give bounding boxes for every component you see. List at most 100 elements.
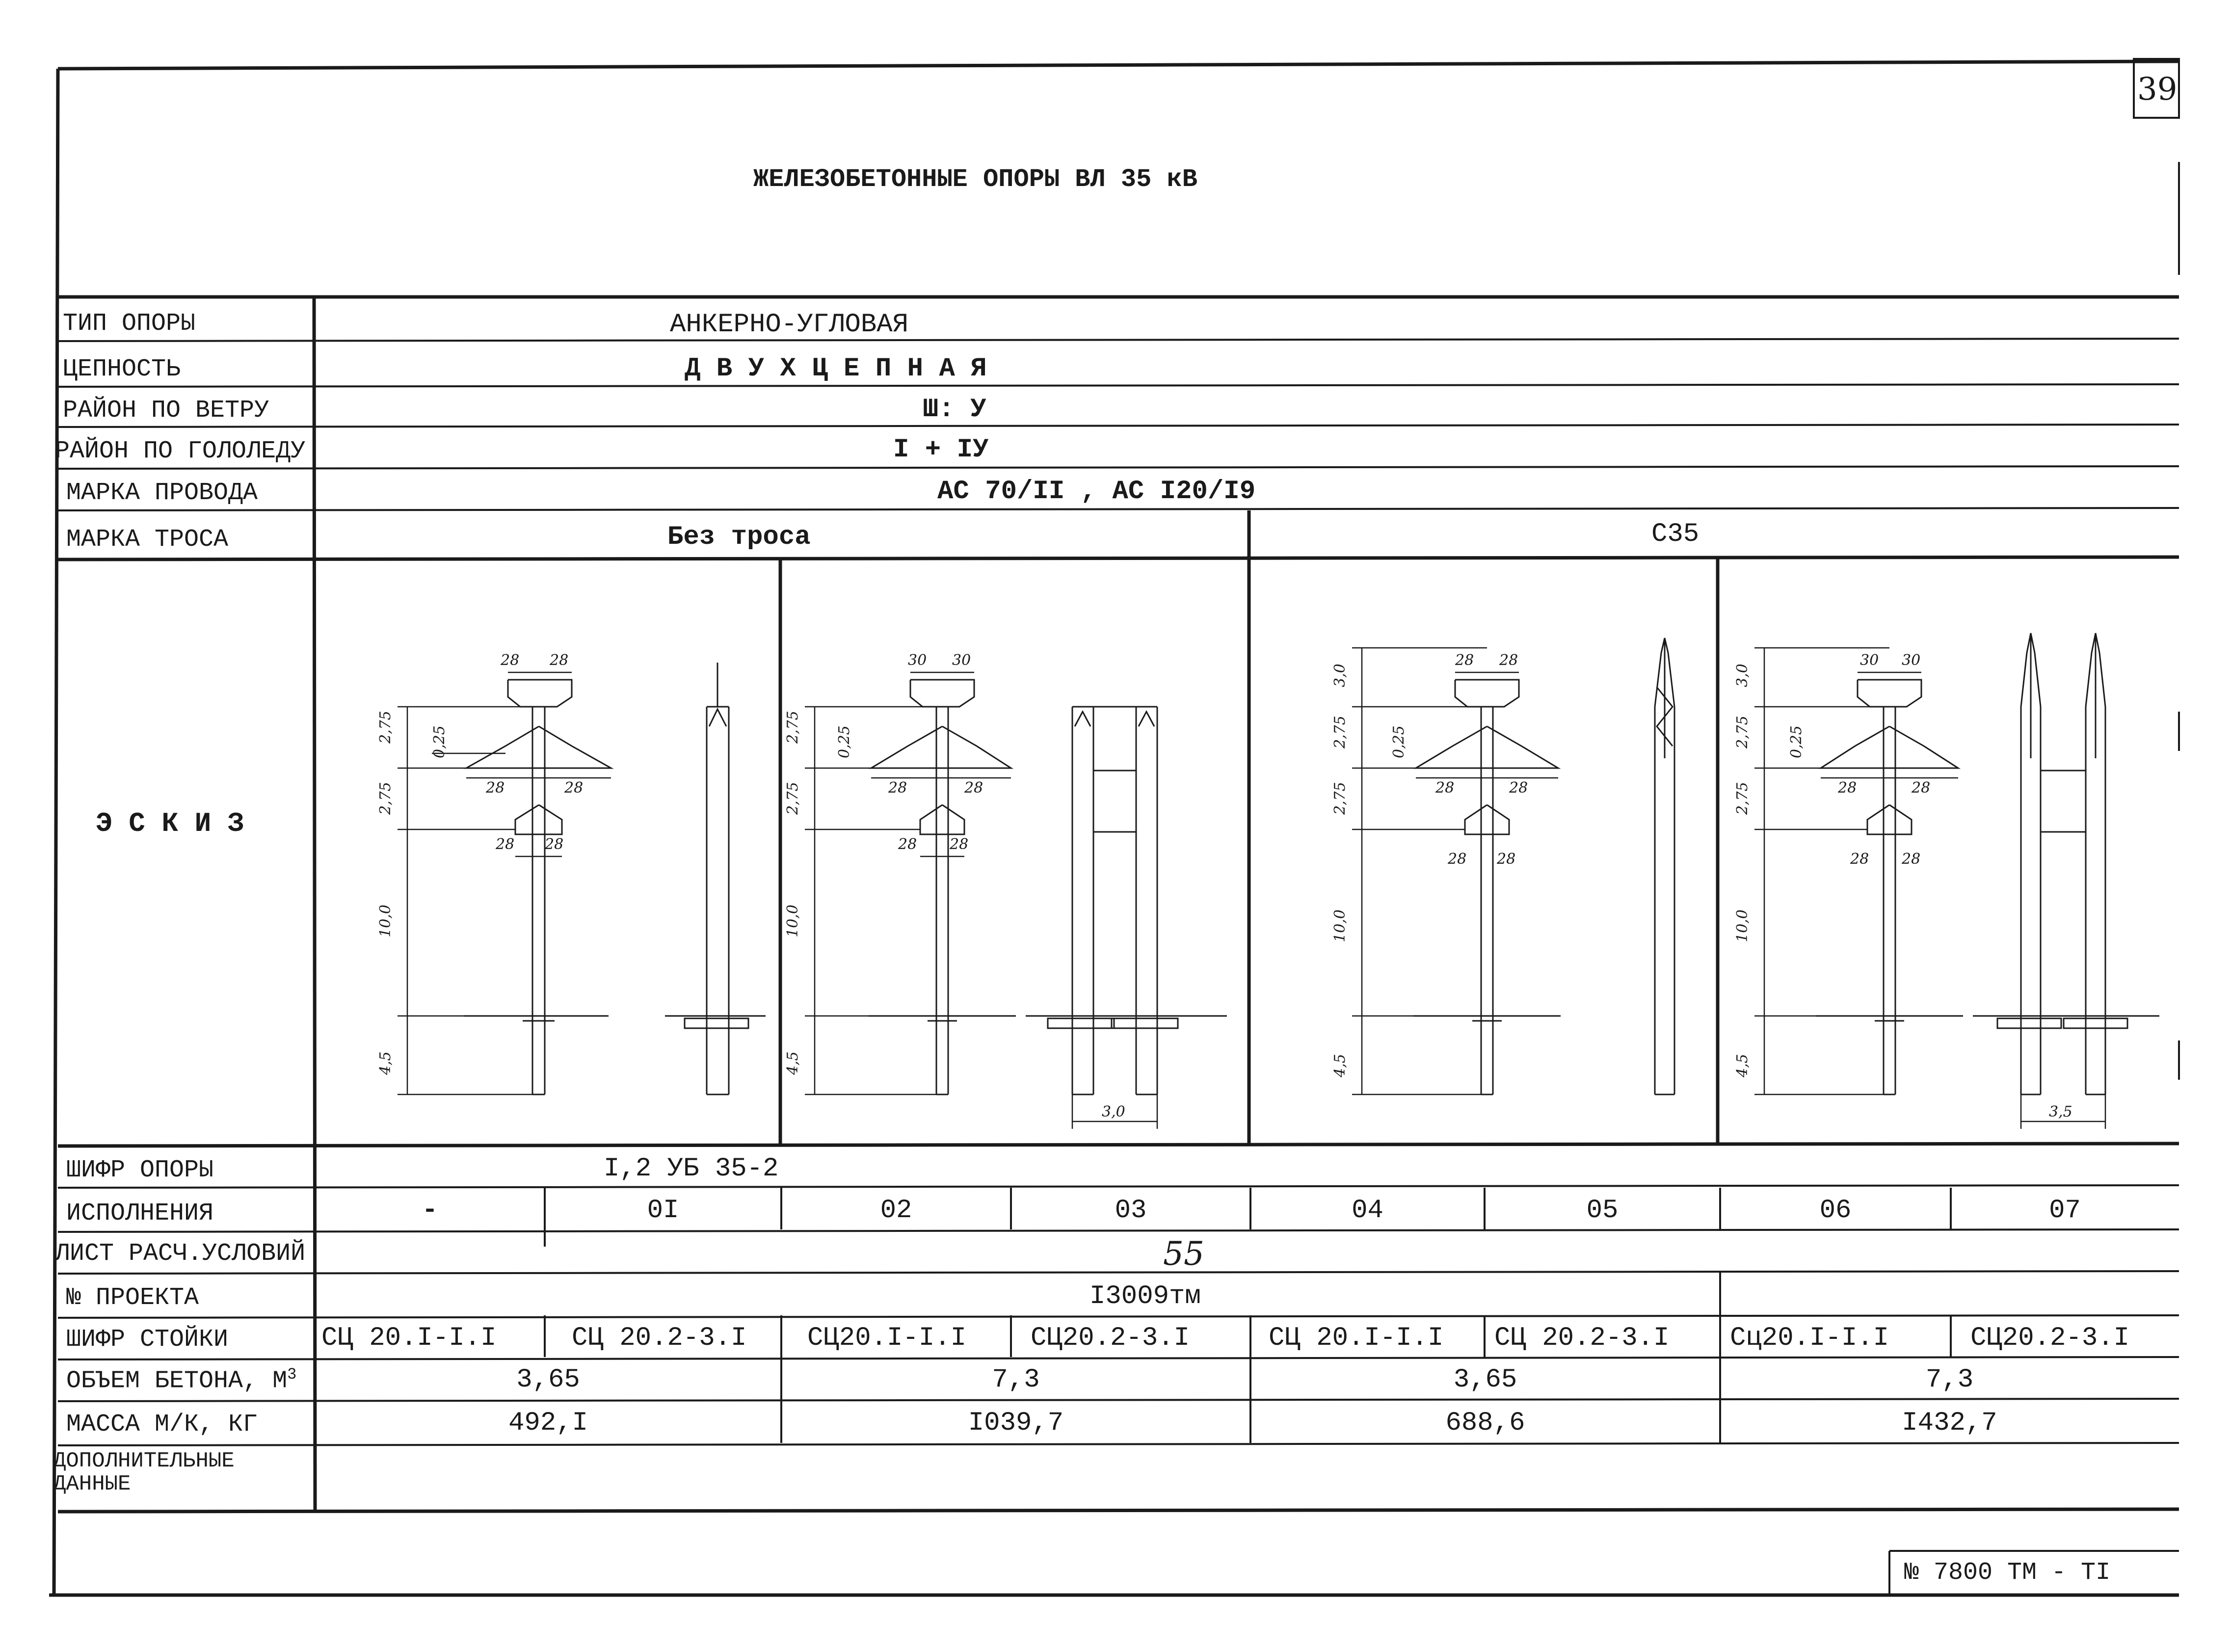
dim-h4: 10,0 — [784, 905, 801, 937]
dim-mid-l: 28 — [485, 779, 505, 797]
label-rack-code: ШИФР СТОЙКИ — [66, 1326, 229, 1354]
sketch-2-front-view: 30 30 28 28 28 28 2,75 0,25 2,75 10,0 4,… — [784, 652, 1016, 1095]
dim-low-l: 28 — [495, 836, 514, 853]
value-support-code: I,2 УБ 35-2 — [604, 1154, 779, 1184]
label-mass: МАССА М/К, КГ — [66, 1411, 258, 1439]
sketch-1-side-view — [665, 663, 766, 1095]
label-support-code: ШИФР ОПОРЫ — [66, 1156, 214, 1184]
dim-h1: 2,75 — [784, 711, 801, 744]
rack-code-cell: Сц20.I-I.I — [1730, 1323, 1889, 1353]
dim-base: 3,0 — [1102, 1103, 1125, 1120]
dim-low-r: 28 — [1901, 851, 1920, 868]
rack-code-cell: СЦ20.2-3.I — [1970, 1323, 2130, 1353]
sketch-1-front-view: 28 28 28 28 28 28 2,75 0,25 2,75 10,0 4,… — [377, 652, 614, 1095]
dim-h2: 0,25 — [1390, 725, 1408, 758]
rack-code-cell: СЦ 20.2-3.I — [1494, 1323, 1670, 1353]
value-support-type: АНКЕРНО-УГЛОВАЯ — [670, 310, 909, 340]
label-circuits: ЦЕПНОСТЬ — [63, 355, 181, 383]
dim-low-r: 28 — [1496, 851, 1515, 868]
value-wind-region: Ш: У — [923, 395, 986, 425]
dim-h1: 2,75 — [1331, 716, 1349, 749]
dim-top-l: 28 — [1455, 652, 1474, 669]
sketch-4-side-view: 3,5 — [1973, 633, 2159, 1129]
label-wire-grade: МАРКА ПРОВОДА — [66, 479, 258, 507]
dim-mid-l: 28 — [888, 779, 907, 797]
dim-mid-r: 28 — [1509, 779, 1528, 797]
page-title: ЖЕЛЕЗОБЕТОННЫЕ ОПОРЫ ВЛ 35 кВ — [753, 165, 1197, 194]
dim-top-r: 28 — [1499, 652, 1518, 669]
dim-mid-r: 28 — [964, 779, 983, 797]
concrete-volume-cell: 3,65 — [1453, 1365, 1517, 1395]
version-cell: - — [422, 1196, 438, 1226]
mass-cell: 492,I — [508, 1408, 588, 1438]
dim-mid-r: 28 — [564, 779, 583, 797]
version-cell: 05 — [1586, 1196, 1619, 1226]
dim-top-r: 30 — [952, 652, 971, 669]
sketch-2-side-view: 3,0 — [1026, 706, 1227, 1129]
dim-low-r: 28 — [949, 836, 968, 853]
label-extra-2: ДАННЫЕ — [53, 1472, 131, 1496]
value-project-no: I3009тм — [1089, 1281, 1201, 1311]
concrete-volume-cell: 7,3 — [992, 1365, 1040, 1395]
dim-h3: 2,75 — [1331, 782, 1349, 815]
dim-low-l: 28 — [1850, 851, 1869, 868]
dim-top-r: 30 — [1902, 652, 1920, 669]
dim-h5: 4,5 — [784, 1051, 801, 1075]
version-cell: 06 — [1819, 1196, 1852, 1226]
dim-mid-l: 28 — [1837, 779, 1857, 797]
concrete-volume-cell: 3,65 — [516, 1365, 580, 1395]
dim-h3: 2,75 — [1734, 782, 1751, 815]
version-cell: 02 — [880, 1196, 912, 1226]
dim-h1: 2,75 — [377, 711, 394, 744]
value-wire-grade: АС 70/II , АС I20/I9 — [937, 477, 1256, 506]
dim-h5: 4,5 — [1331, 1054, 1349, 1078]
dim-low-l: 28 — [1447, 851, 1466, 868]
version-cell: 07 — [2049, 1196, 2081, 1226]
dim-low-l: 28 — [898, 836, 917, 853]
dim-h4: 10,0 — [377, 905, 394, 937]
mass-cell: 688,6 — [1445, 1408, 1525, 1438]
sketch-3-side-view — [1654, 638, 1675, 1095]
concrete-volume-cell: 7,3 — [1925, 1365, 1974, 1395]
version-cell: 03 — [1115, 1196, 1147, 1226]
sheet-number: 39 — [2137, 71, 2178, 107]
sketch-3-front-view: 28 28 28 28 28 28 3,0 2,75 0,25 2,75 10,… — [1331, 647, 1561, 1095]
dim-h5: 4,5 — [377, 1051, 394, 1075]
dim-h4: 10,0 — [1734, 909, 1751, 942]
value-cable-c35: С35 — [1651, 519, 1700, 549]
rack-code-cell: СЦ20.I-I.I — [807, 1323, 967, 1353]
mass-cell: I039,7 — [968, 1408, 1064, 1438]
label-calc-sheet: ЛИСТ РАСЧ.УСЛОВИЙ — [55, 1240, 306, 1268]
mass-cell: I432,7 — [1902, 1408, 1997, 1438]
dim-top-l: 30 — [1860, 652, 1879, 669]
dim-h3: 2,75 — [784, 782, 801, 815]
label-concrete-volume-sup: 3 — [287, 1365, 297, 1384]
rack-code-cell: СЦ 20.I-I.I — [1269, 1323, 1444, 1353]
label-wind-region: РАЙОН ПО ВЕТРУ — [63, 397, 269, 425]
value-circuits: Д В У Х Ц Е П Н А Я — [685, 354, 987, 384]
label-cable-grade: МАРКА ТРОСА — [66, 526, 229, 554]
dim-low-r: 28 — [544, 836, 563, 853]
label-ice-region: РАЙОН ПО ГОЛОЛЕДУ — [55, 437, 306, 465]
version-cell: 04 — [1352, 1196, 1383, 1226]
dim-h2: 0,25 — [431, 725, 448, 758]
dim-top-r: 28 — [549, 652, 568, 669]
value-ice-region: I + IУ — [893, 435, 989, 465]
rack-code-cell: СЦ 20.I-I.I — [321, 1323, 497, 1353]
sketch-4-front-view: 30 30 28 28 28 28 3,0 2,75 0,25 2,75 10,… — [1734, 647, 1963, 1095]
label-versions: ИСПОЛНЕНИЯ — [66, 1199, 214, 1227]
document-stamp: № 7800 ТМ - ТI — [1904, 1559, 2111, 1587]
dim-top-l: 28 — [500, 652, 519, 669]
dim-h3: 2,75 — [377, 782, 394, 815]
dim-h5: 4,5 — [1734, 1054, 1751, 1078]
dim-mid-l: 28 — [1435, 779, 1454, 797]
label-concrete-volume: ОБЪЕМ БЕТОНА, М3 — [66, 1367, 296, 1394]
label-project-no: № ПРОЕКТА — [66, 1284, 199, 1312]
value-cable-none: Без троса — [667, 522, 811, 552]
value-calc-sheet: 55 — [1163, 1235, 1204, 1273]
version-cell: 0I — [647, 1196, 679, 1226]
label-support-type: ТИП ОПОРЫ — [63, 310, 196, 338]
